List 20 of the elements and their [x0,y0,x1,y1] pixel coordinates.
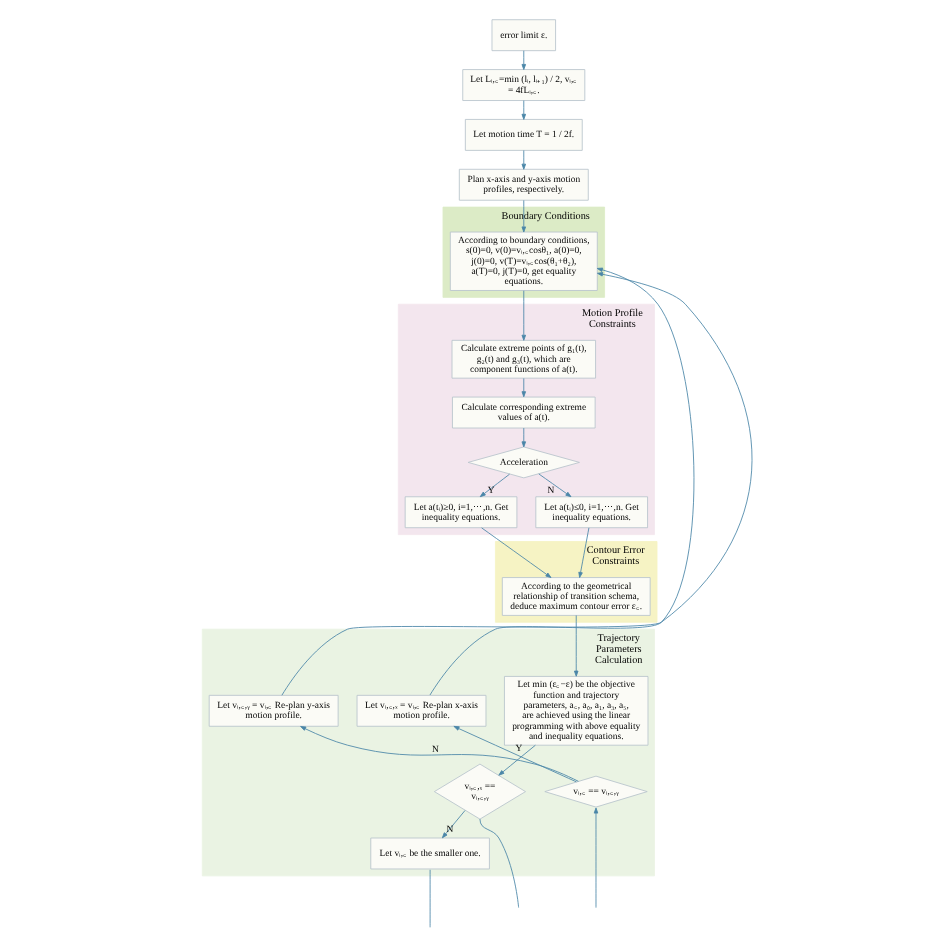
connector [429,869,431,928]
arrow [593,807,599,909]
arrow [300,726,579,782]
arrow [538,473,572,498]
arrow [574,615,579,677]
arrow [429,267,695,696]
arrow [521,100,527,120]
arrow [479,473,510,498]
arrow [521,199,527,233]
arrow [481,527,552,578]
arrow [453,725,577,783]
arrow [521,50,527,70]
arrow [521,150,527,170]
arrow [521,378,527,398]
arrow [521,290,527,341]
arrow [578,527,590,578]
arrow [498,744,536,776]
arrow [281,272,753,696]
connector [479,818,520,908]
arrow [521,427,527,448]
